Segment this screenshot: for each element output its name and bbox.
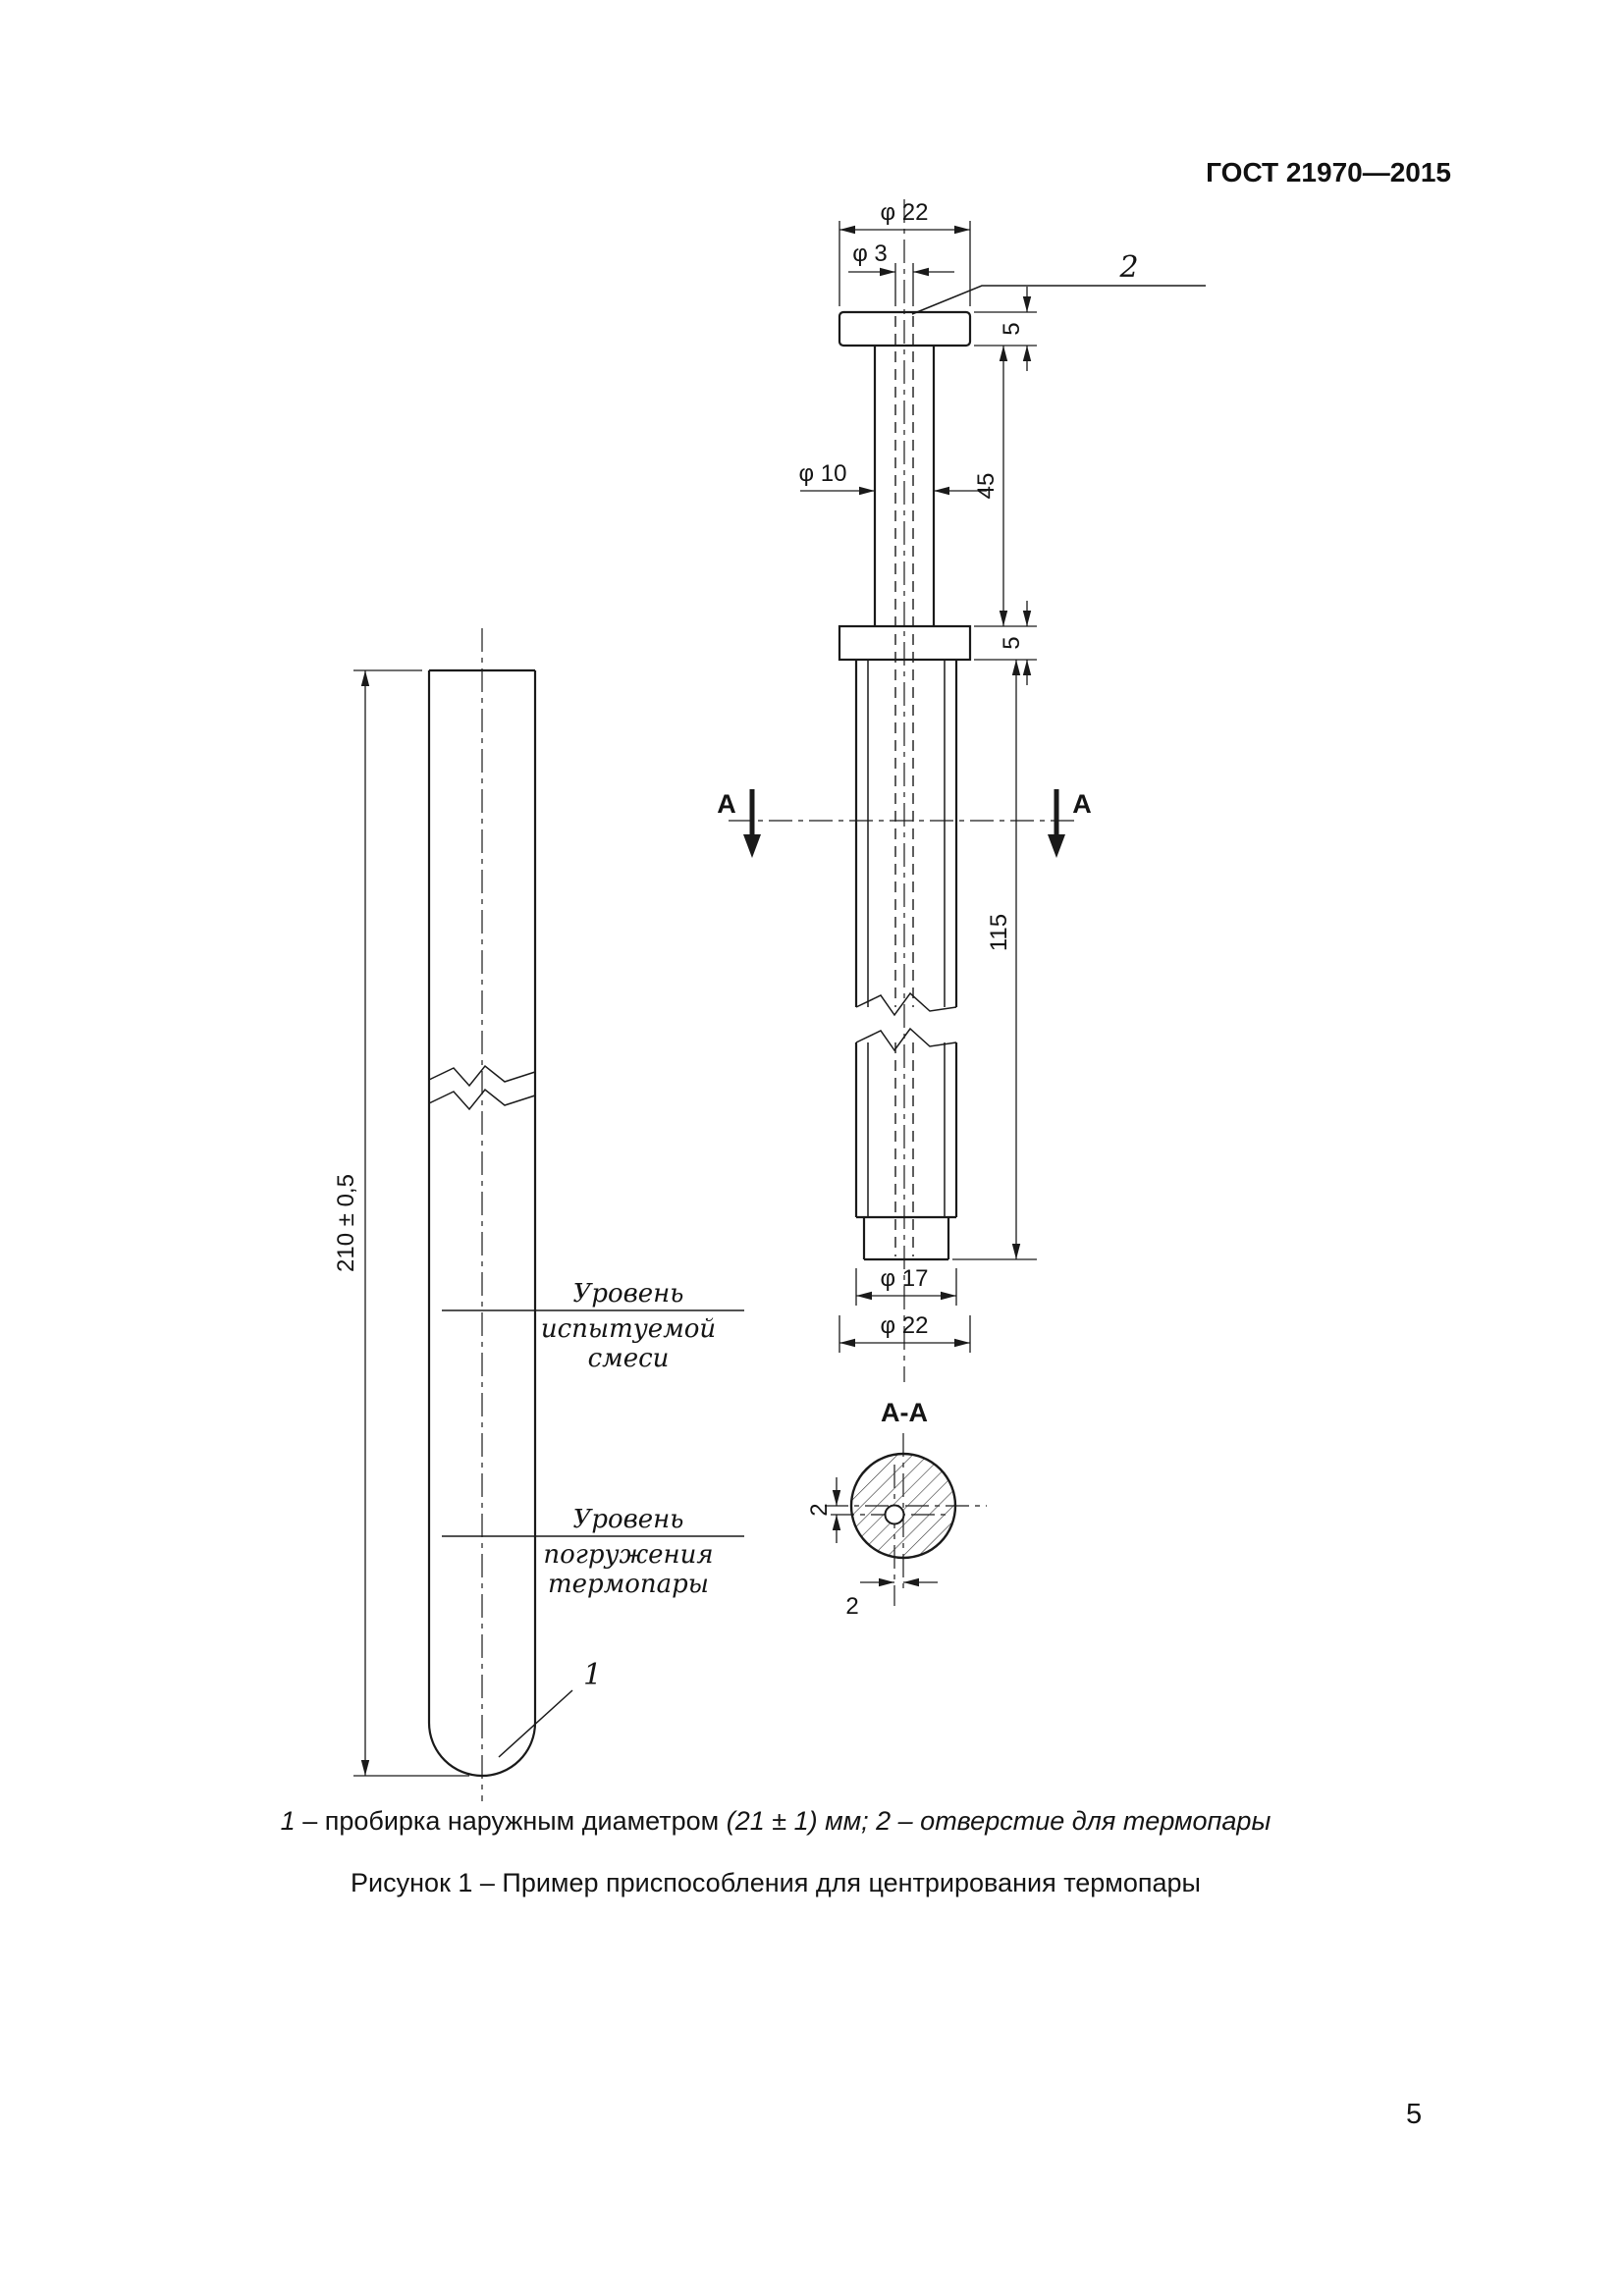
dim-d22-bottom-label: φ 22 — [881, 1312, 929, 1339]
legend-part-1: 1 — [280, 1806, 296, 1836]
dim-body-length-label: 115 — [986, 914, 1012, 951]
legend-part-1-dim: (21 ± 1) мм; — [726, 1806, 877, 1836]
figure-legend: 1 – пробирка наружным диаметром (21 ± 1)… — [167, 1806, 1384, 1837]
dim-d22-top-label: φ 22 — [881, 199, 929, 226]
document-header: ГОСТ 21970—2015 — [1206, 157, 1451, 187]
dim-flange-thickness: 5 — [974, 601, 1037, 685]
cutting-plane-arrow-left — [743, 789, 761, 858]
dim-d17: φ 17 — [855, 1265, 957, 1306]
body-outline — [854, 660, 958, 1261]
thermocouple-hole — [884, 1504, 905, 1525]
dim-hole-offset-horizontal-label: 2 — [845, 1593, 858, 1620]
legend-part-1-desc: – пробирка наружным диаметром — [295, 1806, 727, 1836]
section-body — [849, 1452, 957, 1560]
dim-stem-length-label: 45 — [973, 473, 1000, 500]
dim-d22-bottom: φ 22 — [839, 1312, 971, 1353]
dim-d10-label: φ 10 — [799, 460, 847, 487]
dim-hole-offset-horizontal: 2 — [845, 1577, 938, 1620]
level-mixture-label-3: смеси — [588, 1344, 670, 1373]
section-label: A-A — [881, 1398, 928, 1427]
level-mixture-label-2: испытуемой — [541, 1314, 716, 1344]
part-2-callout: 2 — [911, 250, 1206, 315]
dim-d17-label: φ 17 — [881, 1265, 929, 1292]
dim-cap-thickness-label: 5 — [999, 322, 1025, 335]
dim-d3-label: φ 3 — [852, 240, 888, 267]
dim-hole-offset-vertical-label: 2 — [806, 1503, 833, 1516]
dim-stem-length: 45 — [973, 346, 1037, 627]
part-2-label: 2 — [1118, 250, 1138, 285]
dim-d22-top: φ 22 — [839, 199, 971, 306]
cut-label-left: A — [717, 789, 736, 819]
cutting-plane: A A — [717, 789, 1092, 858]
level-mixture: Уровень испытуемой смеси — [442, 1279, 744, 1373]
level-thermocouple-label-1: Уровень — [573, 1505, 684, 1534]
centering-device-drawing: φ 22 φ 3 2 — [717, 199, 1206, 1382]
cut-label-right: A — [1072, 789, 1092, 819]
dim-tube-length-label: 210 ± 0,5 — [333, 1174, 359, 1272]
level-thermocouple: Уровень погружения термопары — [442, 1505, 744, 1599]
tube-break-line — [428, 1088, 536, 1111]
tube-break-line — [428, 1064, 536, 1088]
part-1-label: 1 — [583, 1658, 602, 1692]
dim-cap-thickness: 5 — [974, 287, 1037, 371]
level-mixture-label-1: Уровень — [573, 1279, 684, 1308]
level-thermocouple-label-2: погружения — [543, 1540, 713, 1570]
section-a-a: A-A 2 2 — [806, 1398, 987, 1620]
page-number: 5 — [1406, 2099, 1423, 2130]
figure-caption: Рисунок 1 – Пример приспособления для це… — [351, 1868, 1201, 1897]
dim-d3: φ 3 — [848, 240, 954, 306]
flange-outline — [838, 624, 972, 662]
test-tube-drawing: 210 ± 0,5 Уровень испытуемой смеси Урове… — [333, 628, 744, 1801]
legend-part-2: 2 — [876, 1806, 892, 1836]
part-1-callout: 1 — [498, 1658, 602, 1758]
dim-body-length: 115 — [952, 660, 1037, 1260]
dim-d10: φ 10 — [799, 460, 987, 496]
legend-part-2-desc: – отверстие для термопары — [891, 1806, 1271, 1836]
level-thermocouple-label-3: термопары — [548, 1570, 709, 1599]
cutting-plane-arrow-right — [1048, 789, 1065, 858]
dim-flange-thickness-label: 5 — [999, 636, 1025, 649]
dim-tube-length: 210 ± 0,5 — [333, 669, 469, 1777]
cap-outline — [838, 310, 972, 347]
dim-hole-offset-vertical: 2 — [806, 1477, 841, 1543]
